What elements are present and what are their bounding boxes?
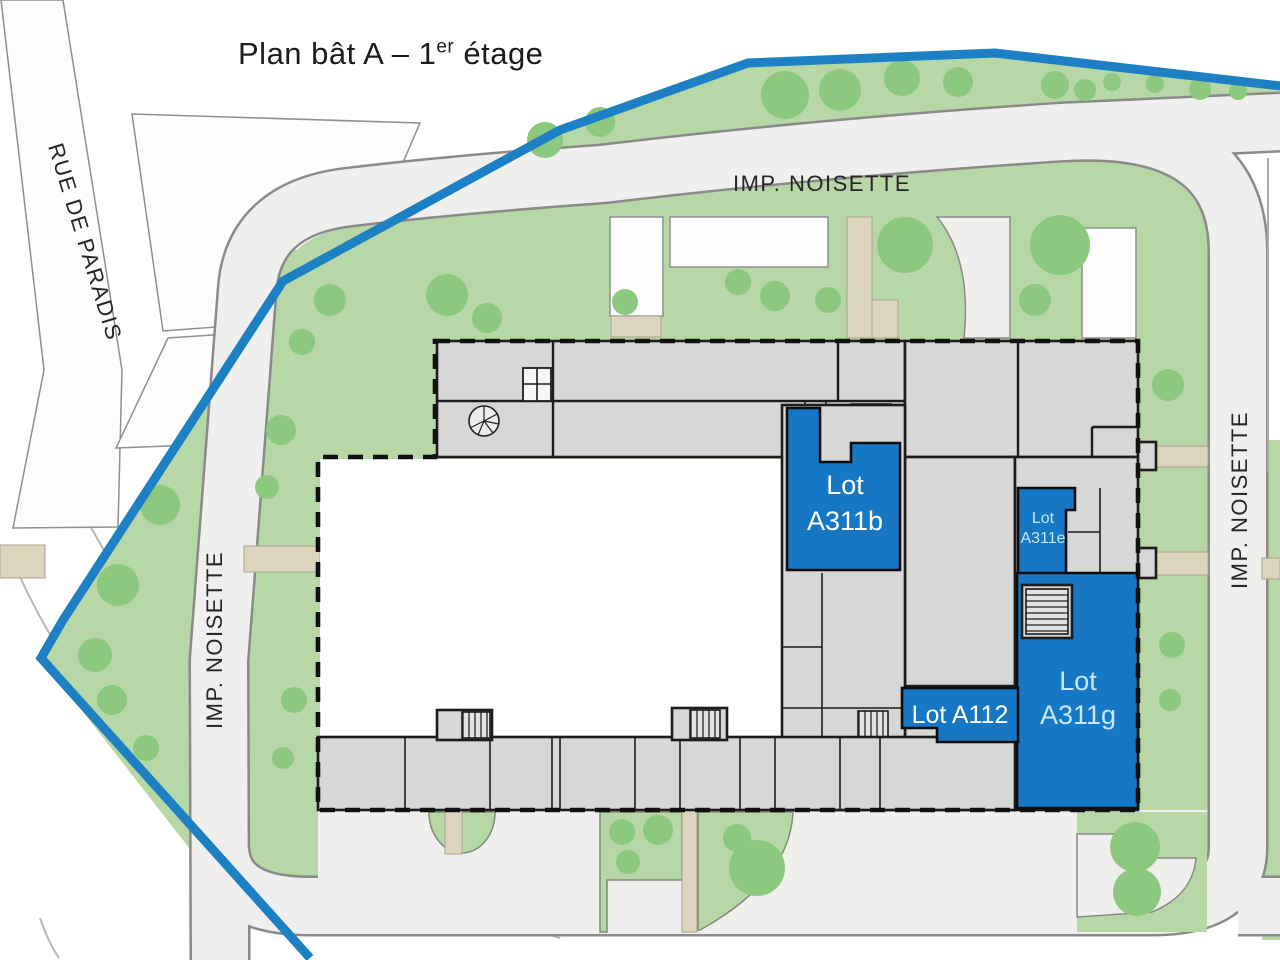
page-title: Plan bât A – 1er étage <box>238 36 543 72</box>
street-top-stub <box>1060 94 1280 160</box>
tree-icon <box>1074 79 1096 101</box>
building-a-group <box>315 338 1158 813</box>
lot-a112[interactable] <box>900 686 1020 744</box>
tree-icon <box>78 638 112 672</box>
tree-icon <box>760 281 790 311</box>
tree-icon <box>1110 822 1160 872</box>
street-label-top: IMP. NOISETTE <box>733 171 911 196</box>
lot-a311g-label-line2: A311g <box>1040 700 1116 730</box>
tree-icon <box>761 71 809 119</box>
tree-icon <box>289 329 315 355</box>
building-tab <box>1136 440 1158 472</box>
tree-icon <box>725 269 751 295</box>
lot-a311g-label-line1: Lot <box>1059 666 1097 696</box>
outer-road-line <box>39 917 60 959</box>
tree-icon <box>97 564 139 606</box>
tree-icon <box>1159 689 1181 711</box>
lot-a112-label: Lot A112 <box>912 701 1009 729</box>
tree-icon <box>1146 75 1164 93</box>
parcel <box>1081 227 1137 339</box>
tree-icon <box>426 274 468 316</box>
path-tan <box>243 545 321 573</box>
path-tan <box>846 216 873 339</box>
tree-icon <box>1103 73 1121 91</box>
stair-icon <box>689 709 721 739</box>
property-boundary-line <box>35 48 1280 960</box>
tree-icon <box>1159 632 1185 658</box>
tree-icon <box>819 69 861 111</box>
lawn-right-corner <box>1265 820 1280 875</box>
tree-icon <box>314 284 346 316</box>
lot-a311b-label-line2: A311b <box>807 506 883 536</box>
tree-icon <box>472 303 502 333</box>
tree-icon <box>943 67 973 97</box>
tree-icon <box>140 485 180 525</box>
tree-icon <box>609 819 635 845</box>
lot-a311b-label-line1: Lot <box>826 470 864 500</box>
tree-icon <box>97 685 127 715</box>
tree-icon <box>723 824 751 852</box>
street-label-left: IMP. NOISETTE <box>202 551 227 729</box>
tree-icon <box>133 735 159 761</box>
tree-icon <box>1113 868 1161 916</box>
stair-icon <box>1025 588 1069 635</box>
path-tan <box>871 299 899 339</box>
spiral-stair-icon <box>468 405 500 437</box>
stair-icon <box>461 711 491 739</box>
tree-icon <box>281 687 307 713</box>
parcel-paved <box>935 216 1011 339</box>
path-tan <box>1261 557 1280 580</box>
lot-a311b[interactable] <box>785 406 902 572</box>
courtyard <box>320 459 782 737</box>
building-east-top <box>903 339 1140 459</box>
tree-icon <box>1152 369 1184 401</box>
parcel <box>669 216 829 268</box>
tree-icon <box>815 287 841 313</box>
building-dashed-outline <box>315 338 1141 813</box>
tree-icon <box>612 289 638 315</box>
tree-icon <box>1189 78 1211 100</box>
tree-icon <box>1030 215 1090 275</box>
path-tan <box>610 315 662 338</box>
page-title-text: Plan bât A – 1 <box>238 36 437 71</box>
path-tan <box>1155 445 1209 468</box>
page-title-superscript: er <box>436 36 455 58</box>
wall <box>1090 425 1138 457</box>
tree-icon <box>643 815 673 845</box>
building-south-wing <box>316 735 1017 812</box>
tree-icon <box>884 60 920 96</box>
lot-a311e-label-line1: Lot <box>1032 510 1055 527</box>
path-tan <box>444 809 463 855</box>
tree-icon <box>729 840 785 896</box>
tree-icon <box>255 475 279 499</box>
tree-icon <box>877 217 933 273</box>
lot-a311e-label-line2: A311e <box>1020 530 1065 547</box>
tree-icon <box>1019 284 1051 316</box>
street-label-right: IMP. NOISETTE <box>1227 411 1252 589</box>
path-tan <box>0 544 46 579</box>
path-tan <box>1155 551 1209 576</box>
trees-group <box>78 60 1247 916</box>
lots-group <box>785 406 1140 810</box>
tree-icon <box>1041 71 1069 99</box>
tree-icon <box>272 747 294 769</box>
page-title-suffix: étage <box>454 36 544 71</box>
path-tan <box>681 809 698 933</box>
south-wing-walls <box>404 737 881 810</box>
tree-icon <box>1229 82 1247 100</box>
tree-icon <box>616 850 640 874</box>
building-tab <box>1136 546 1158 580</box>
tree-icon <box>266 415 296 445</box>
